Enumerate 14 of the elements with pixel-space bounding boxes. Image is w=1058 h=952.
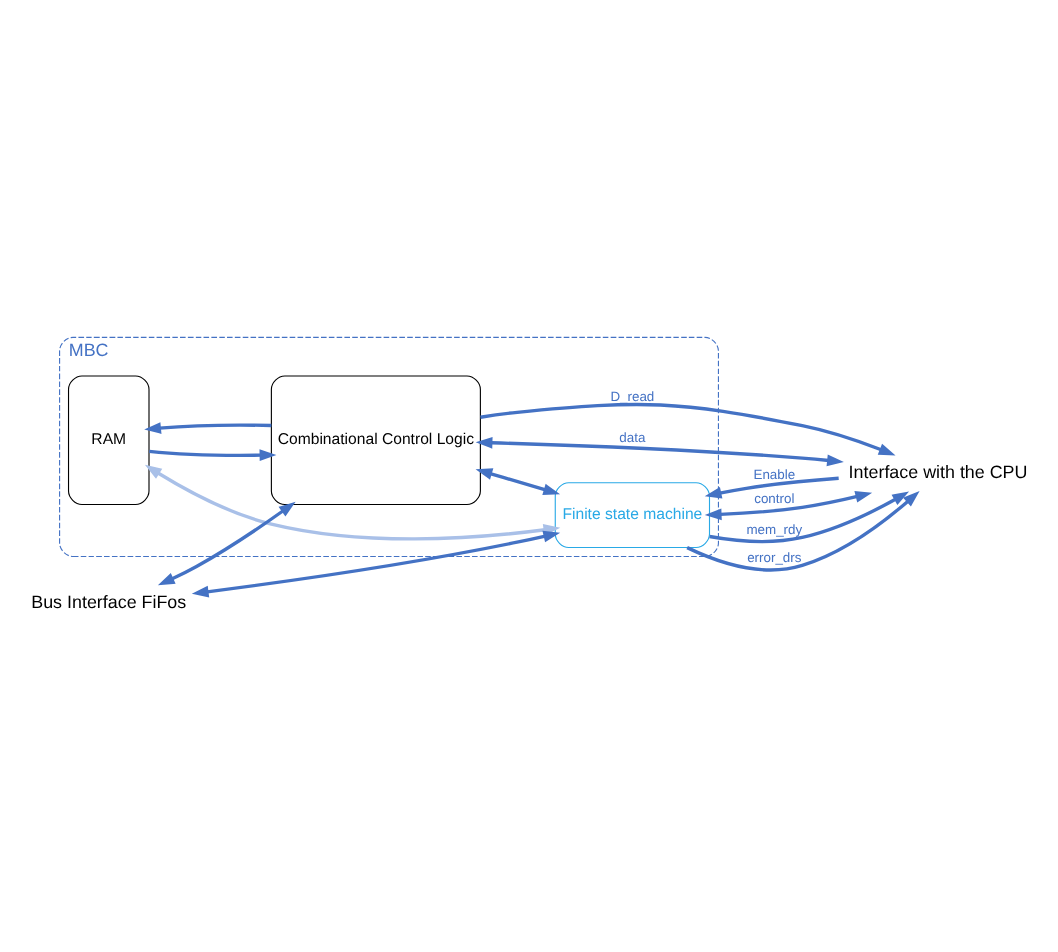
arrow	[475, 436, 844, 467]
arrow	[144, 422, 272, 434]
arrow	[704, 476, 839, 499]
node-text: Bus Interface FiFos	[31, 591, 187, 612]
arrow	[475, 468, 561, 496]
arrow	[709, 491, 910, 544]
arrow	[157, 501, 296, 586]
node-text: Interface with the CPU	[848, 462, 1028, 483]
arrow	[704, 491, 873, 521]
arrow	[480, 402, 896, 456]
arrow	[144, 464, 561, 541]
arrow	[686, 490, 920, 572]
arrow	[149, 449, 277, 462]
arrow	[191, 530, 561, 598]
